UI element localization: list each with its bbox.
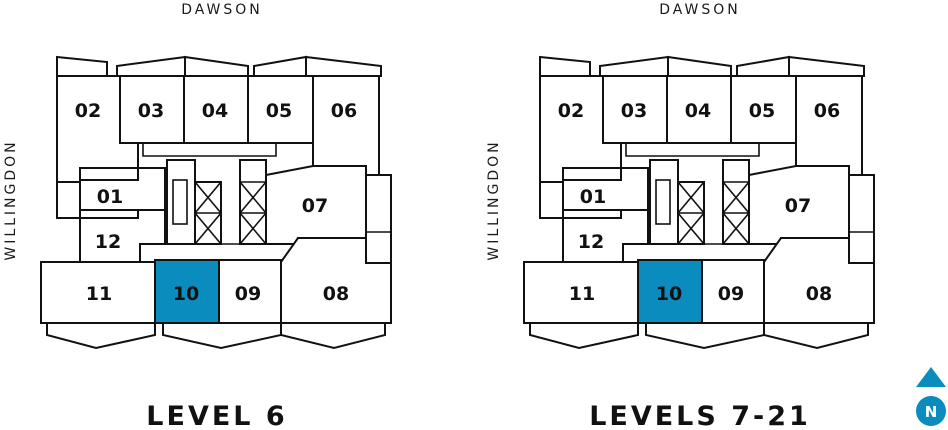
elevator-x-2: [239, 181, 267, 245]
unit-label-08: 08: [806, 283, 832, 305]
unit-06[interactable]: [795, 75, 863, 176]
balcony-south: [162, 322, 282, 350]
unit-label-10: 10: [173, 283, 199, 305]
unit-label-02: 02: [558, 100, 584, 122]
unit-label-05: 05: [749, 100, 775, 122]
balcony-west: [539, 181, 564, 219]
elevator-x-1: [677, 181, 705, 245]
unit-label-07: 07: [785, 195, 811, 217]
elevator-shaft-2: [239, 159, 267, 245]
unit-label-07: 07: [302, 195, 328, 217]
balcony-south: [645, 322, 765, 350]
floor-plan-level-6: DAWSON WILLINGDON: [3, 2, 392, 430]
street-label-left: WILLINGDON: [3, 139, 19, 260]
balcony-east: [848, 174, 875, 264]
unit-label-01: 01: [97, 186, 123, 208]
north-circle-icon: [916, 396, 946, 426]
roof-fin: [539, 55, 591, 77]
corridor-north: [625, 143, 760, 157]
north-arrow: N: [916, 367, 946, 426]
north-triangle-icon: [916, 367, 946, 387]
north-label: N: [925, 403, 938, 421]
roof-fin: [788, 55, 865, 77]
unit-label-11: 11: [569, 283, 595, 305]
balcony-south: [529, 322, 639, 350]
unit-label-08: 08: [323, 283, 349, 305]
roof-fin: [253, 55, 307, 77]
unit-label-01: 01: [580, 186, 606, 208]
elevator-shaft-2: [722, 159, 750, 245]
corridor-north: [142, 143, 277, 157]
unit-01[interactable]: [562, 167, 649, 211]
unit-label-04: 04: [685, 100, 711, 122]
balcony-east: [365, 174, 392, 264]
balcony-west: [56, 181, 81, 219]
unit-label-10: 10: [656, 283, 682, 305]
elevator-x-2: [722, 181, 750, 245]
street-label-top: DAWSON: [181, 2, 263, 18]
plan-title: LEVELS 7-21: [589, 401, 811, 430]
roof-fin: [736, 55, 790, 77]
unit-12[interactable]: [562, 209, 649, 263]
plan-title: LEVEL 6: [146, 401, 287, 430]
unit-12[interactable]: [79, 209, 166, 263]
unit-label-04: 04: [202, 100, 228, 122]
roof-fin: [599, 55, 669, 77]
unit-label-03: 03: [621, 100, 647, 122]
elevator-x-1: [194, 181, 222, 245]
street-label-left: WILLINGDON: [486, 139, 502, 260]
unit-label-06: 06: [331, 100, 357, 122]
roof-fin: [667, 55, 732, 77]
unit-label-05: 05: [266, 100, 292, 122]
street-label-top: DAWSON: [659, 2, 741, 18]
balcony-south: [46, 322, 156, 350]
stair-inner: [655, 179, 671, 225]
unit-10-highlighted[interactable]: [154, 259, 220, 324]
unit-label-11: 11: [86, 283, 112, 305]
stair-core: [166, 159, 196, 245]
unit-label-02: 02: [75, 100, 101, 122]
roof-fin: [56, 55, 108, 77]
roof-fin: [184, 55, 249, 77]
unit-label-12: 12: [578, 231, 604, 253]
unit-label-06: 06: [814, 100, 840, 122]
unit-label-09: 09: [718, 283, 744, 305]
unit-06[interactable]: [312, 75, 380, 176]
balcony-south: [280, 322, 386, 350]
stair-inner: [172, 179, 188, 225]
unit-label-03: 03: [138, 100, 164, 122]
balcony-south: [763, 322, 869, 350]
roof-fin: [305, 55, 382, 77]
roof-fin: [116, 55, 186, 77]
unit-01[interactable]: [79, 167, 166, 211]
unit-label-12: 12: [95, 231, 121, 253]
stair-core: [649, 159, 679, 245]
unit-label-09: 09: [235, 283, 261, 305]
